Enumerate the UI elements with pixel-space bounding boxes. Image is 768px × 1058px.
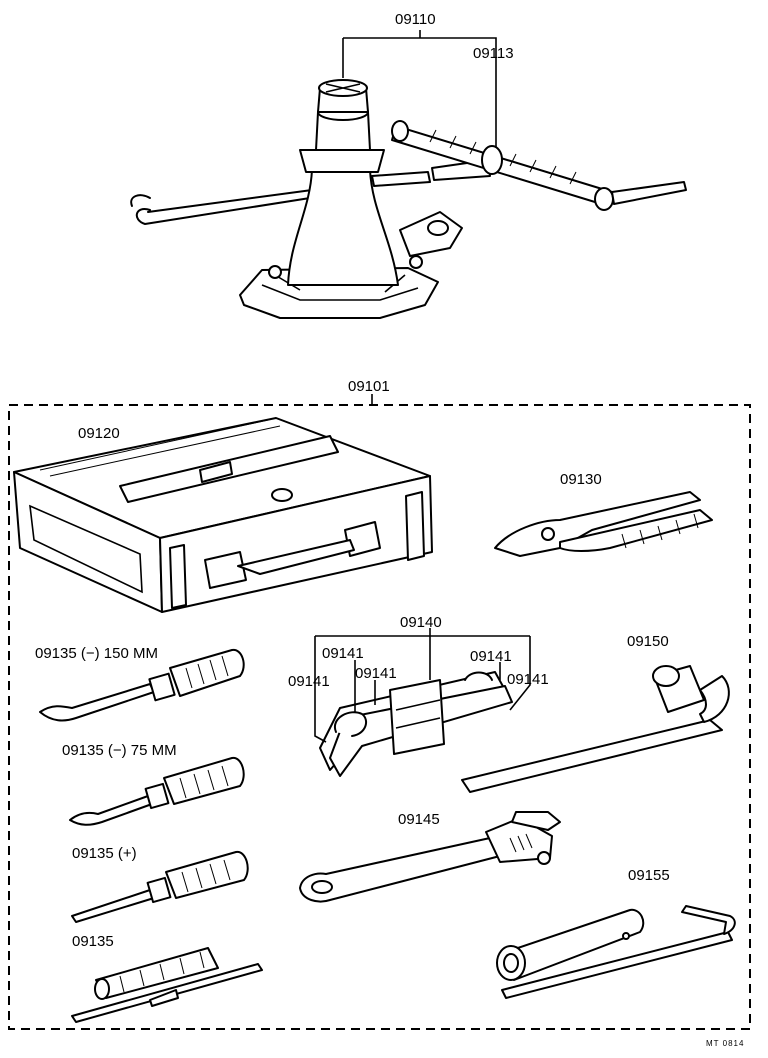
screwdriver-grip-illustration [71, 947, 263, 1023]
label-pliers: 09130 [560, 471, 602, 488]
jack-illustration [130, 79, 687, 319]
label-screwdriver-plus: 09135 (+) [72, 845, 137, 862]
label-jack-assy: 09110 [395, 11, 436, 28]
label-tool-set: 09101 [348, 378, 390, 395]
screwdriver-75-illustration [69, 756, 245, 826]
label-screwdriver-grip: 09135 [72, 933, 114, 950]
plug-wrench-illustration [461, 665, 730, 793]
jack-leaders [342, 30, 497, 148]
label-spanner-4: 09141 [470, 648, 512, 665]
spanner-set-illustration [319, 671, 513, 777]
hub-nut-wrench-illustration [496, 905, 736, 999]
label-screwdriver-75: 09135 (−) 75 MM [62, 742, 177, 759]
label-jack-handle: 09113 [473, 45, 514, 62]
label-spanner-2: 09141 [288, 673, 330, 690]
label-spanner-set: 09140 [400, 614, 442, 631]
label-spanner-3: 09141 [355, 665, 397, 682]
tool-bag-illustration [13, 417, 433, 613]
screwdriver-plus-illustration [71, 850, 249, 923]
label-spanner-1: 09141 [322, 645, 364, 662]
tool-set-boundary [8, 404, 751, 1030]
diagram-code: MT 0814 [706, 1039, 744, 1048]
label-screwdriver-150: 09135 (−) 150 MM [35, 645, 158, 662]
pliers-illustration [494, 491, 713, 557]
label-plug-wrench: 09150 [627, 633, 669, 650]
label-spanner-5: 09141 [507, 671, 549, 688]
screwdriver-150-illustration [39, 648, 245, 722]
label-adjustable-wrench: 09145 [398, 811, 440, 828]
spanner-leaders [314, 628, 531, 743]
label-tool-bag: 09120 [78, 425, 120, 442]
label-hub-nut-wrench: 09155 [628, 867, 670, 884]
adjustable-wrench-illustration [299, 811, 561, 903]
